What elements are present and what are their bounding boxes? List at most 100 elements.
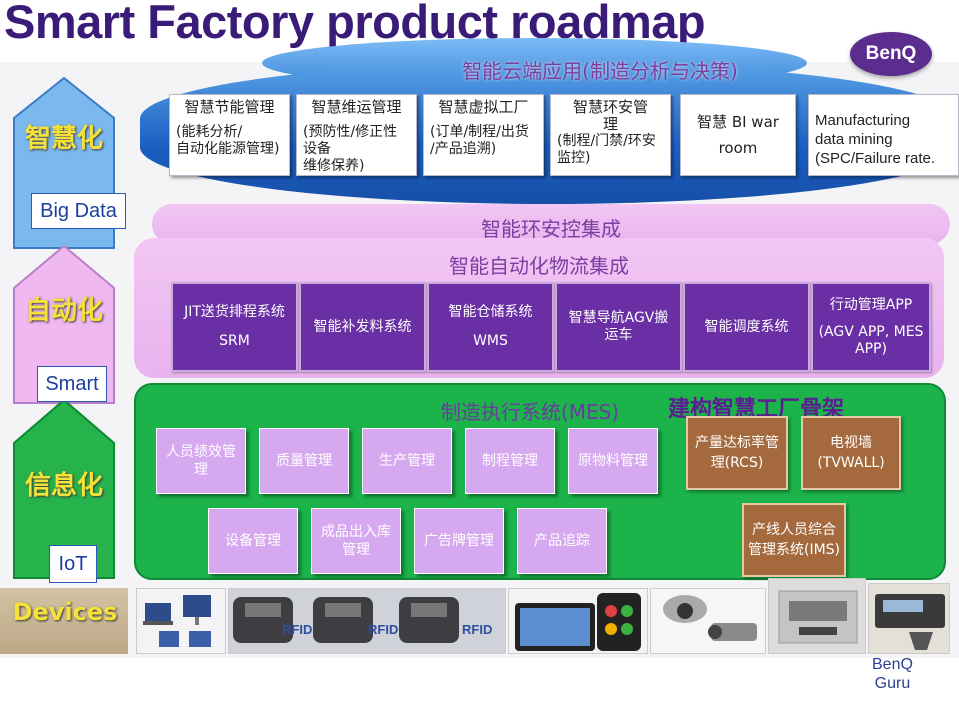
card-title: 产量达标率管: [695, 435, 779, 451]
card-mobile-app: 行动管理APP (AGV APP, MES APP): [811, 282, 931, 372]
card-agv: 智慧导航AGV搬 运车: [555, 282, 682, 372]
card-title: JIT送货排程系统: [184, 304, 285, 320]
card-text: (AGV APP, MES: [818, 323, 924, 340]
rfid-label: RFID: [368, 622, 399, 637]
card-title: 智能仓储系统: [448, 304, 533, 320]
devices-label: Devices: [12, 598, 118, 626]
card-safety-management: 智慧环安管 理 (制程/门禁/环安 监控): [550, 94, 671, 176]
card-text: /产品追溯): [430, 141, 497, 157]
rfid-reader-icon: [233, 597, 459, 643]
card-rcs: 产量达标率管 理(RCS): [686, 416, 788, 490]
rfid-label: RFID: [462, 622, 493, 637]
card-warehouse-io: 成品出入库 管理: [311, 508, 401, 574]
card-wms: 智能仓储系统 WMS: [427, 282, 554, 372]
card-title-cont: data mining: [815, 131, 893, 148]
device-computers-image: [136, 588, 226, 654]
card-quality: 质量管理: [259, 428, 349, 494]
card-text: 管理: [342, 542, 370, 558]
card-title: 智能补发料系统: [313, 318, 412, 335]
card-text: 理(RCS): [710, 455, 764, 471]
card-equipment: 设备管理: [208, 508, 298, 574]
card-text: (TVWALL): [817, 455, 885, 471]
card-text: (预防性/修正性设备: [303, 124, 398, 157]
card-title: 成品出入库: [321, 524, 391, 540]
card-title: 质量管理: [276, 453, 332, 469]
card-title: 电视墙: [830, 435, 872, 451]
left-stage-arrows: [13, 76, 115, 579]
card-billboard: 广告牌管理: [414, 508, 504, 574]
automation-band-title: 智能自动化物流集成: [449, 254, 629, 278]
card-text: (制程/门禁/环安: [557, 133, 656, 149]
rfid-label: RFID: [282, 622, 313, 637]
card-ims: 产线人员综合 管理系统(IMS): [742, 503, 846, 577]
card-title: Manufacturing: [815, 112, 911, 129]
card-title: 行动管理APP: [829, 296, 913, 313]
card-text: 监控): [557, 150, 591, 166]
card-process: 制程管理: [465, 428, 555, 494]
tablet-icon: [515, 593, 641, 651]
card-title: 智慧维运管理: [311, 98, 402, 116]
device-smt-machine-image: [768, 578, 866, 654]
barcode-scanner-icon: [875, 594, 945, 650]
card-maintenance-management: 智慧维运管理 (预防性/修正性设备 维修保养): [296, 94, 417, 176]
env-band-title: 智能环安控集成: [481, 217, 621, 241]
card-text: SRM: [219, 333, 250, 349]
stage-smart-label: 智慧化: [24, 124, 103, 154]
device-cameras-image: [650, 588, 766, 654]
computers-icon: [143, 595, 211, 647]
card-title: 智能调度系统: [704, 318, 789, 335]
footer-line: BenQ: [872, 656, 913, 673]
card-title: 人员绩效管: [166, 444, 236, 460]
card-title: 原物料管理: [578, 453, 648, 469]
card-product-tracking: 产品追踪: [517, 508, 607, 574]
arrow-info-level: [13, 398, 115, 579]
devices-bar: [0, 588, 128, 654]
card-title: 广告牌管理: [424, 533, 494, 549]
arrow-auto-level: [13, 244, 115, 404]
tag-smart: Smart: [37, 366, 107, 402]
card-bi-war-room: 智慧 BI war room: [680, 94, 796, 176]
device-tablet-phone-image: [508, 588, 648, 654]
stage-auto-label: 自动化: [24, 296, 103, 326]
card-text: (能耗分析/: [176, 124, 243, 140]
card-staff-performance: 人员绩效管 理: [156, 428, 246, 494]
card-production: 生产管理: [362, 428, 452, 494]
card-tvwall: 电视墙 (TVWALL): [801, 416, 901, 490]
card-text: 管理系统(IMS): [747, 542, 841, 558]
machine-icon: [778, 590, 858, 644]
card-raw-material: 原物料管理: [568, 428, 658, 494]
env-control-band: [152, 204, 950, 244]
card-text: WMS: [473, 333, 508, 349]
device-scanner-image: [868, 583, 950, 654]
benq-logo: BenQ: [850, 32, 932, 76]
card-data-mining: Manufacturing data mining (SPC/Failure r…: [808, 94, 959, 176]
card-title: 智慧节能管理: [184, 98, 275, 116]
card-title-cont: room: [718, 139, 758, 157]
card-text: 运车: [604, 327, 633, 343]
card-dispatch: 智能调度系统: [683, 282, 810, 372]
tag-iot: IoT: [49, 545, 97, 583]
card-material-replenish: 智能补发料系统: [299, 282, 426, 372]
card-title: 产线人员综合: [752, 522, 836, 538]
card-title: 设备管理: [225, 533, 281, 549]
card-title: 智慧环安管: [572, 98, 648, 116]
card-text: APP): [855, 340, 887, 357]
card-title: 生产管理: [379, 453, 435, 469]
card-virtual-factory: 智慧虚拟工厂 (订单/制程/出货 /产品追溯): [423, 94, 544, 176]
cloud-title: 智能云端应用(制造分析与决策): [462, 59, 738, 83]
card-text: 自动化能源管理): [176, 141, 280, 157]
card-title: 智慧虚拟工厂: [438, 98, 529, 116]
card-text: (SPC/Failure rate.: [815, 150, 936, 167]
card-title: 智慧导航AGV搬: [568, 310, 669, 326]
camera-icon: [663, 595, 757, 641]
mes-title: 制造执行系统(MES): [440, 400, 620, 424]
card-jit-srm: JIT送货排程系统 SRM: [171, 282, 298, 372]
device-rfid-readers-image: [228, 588, 506, 654]
footer-line: Guru: [874, 675, 911, 692]
card-title: 智慧 BI war: [697, 113, 779, 131]
card-title: 制程管理: [482, 453, 538, 469]
card-text: 维修保养): [303, 158, 365, 174]
card-text: (订单/制程/出货: [430, 124, 529, 140]
card-title-cont: 理: [602, 115, 618, 133]
tag-big-data: Big Data: [31, 193, 126, 229]
